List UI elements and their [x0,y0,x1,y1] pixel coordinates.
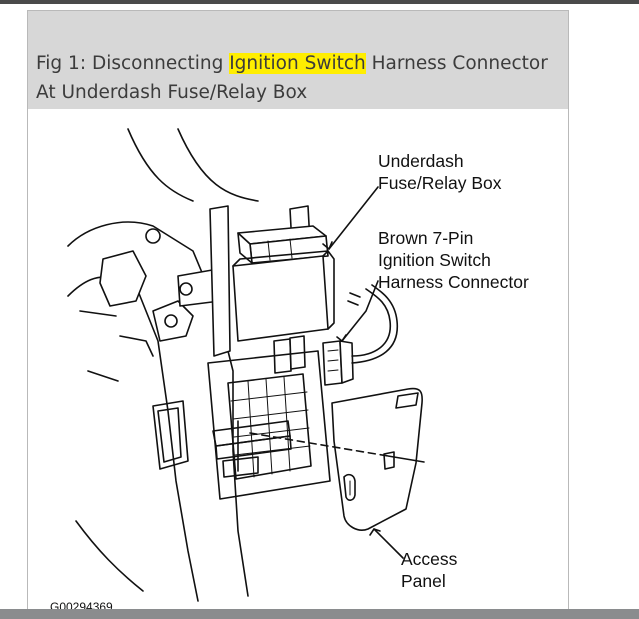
dashboard-outline [67,128,259,602]
fuse-box-diagram: Underdash Fuse/Relay Box Brown 7-Pin Ign… [50,128,529,614]
label-fuse-box-line2: Fuse/Relay Box [378,173,502,193]
fuse-grid [230,376,311,478]
label-connector-line2: Ignition Switch [378,250,491,270]
underdash-fuse-relay-box [209,205,335,374]
caption-prefix: Fig 1: Disconnecting [36,53,230,74]
window-bottom-bar [0,609,639,619]
figure-caption: Fig 1: Disconnecting Ignition Switch Har… [28,11,568,109]
label-connector-line1: Brown 7-Pin [378,228,473,248]
access-panel [331,387,423,531]
side-cutout [152,400,189,470]
label-access-line2: Panel [401,571,446,591]
figure-frame: Fig 1: Disconnecting Ignition Switch Har… [27,10,569,614]
window-top-bar [0,0,639,4]
removal-path-end [387,455,425,463]
fuse-block [207,350,331,500]
caption-text: Fig 1: Disconnecting Ignition Switch Har… [36,49,556,107]
label-access-line1: Access [401,549,458,569]
brown-7-pin-connector [322,284,398,386]
caption-highlight: Ignition Switch [229,53,366,74]
label-fuse-box-line1: Underdash [378,151,464,171]
label-connector-line3: Harness Connector [378,272,529,292]
mounting-bracket [99,228,221,342]
caption-suffix: Harness Connector At Underdash Fuse/Rela… [36,53,548,103]
removal-path-dashed [249,432,389,457]
leader-lines [322,186,404,559]
